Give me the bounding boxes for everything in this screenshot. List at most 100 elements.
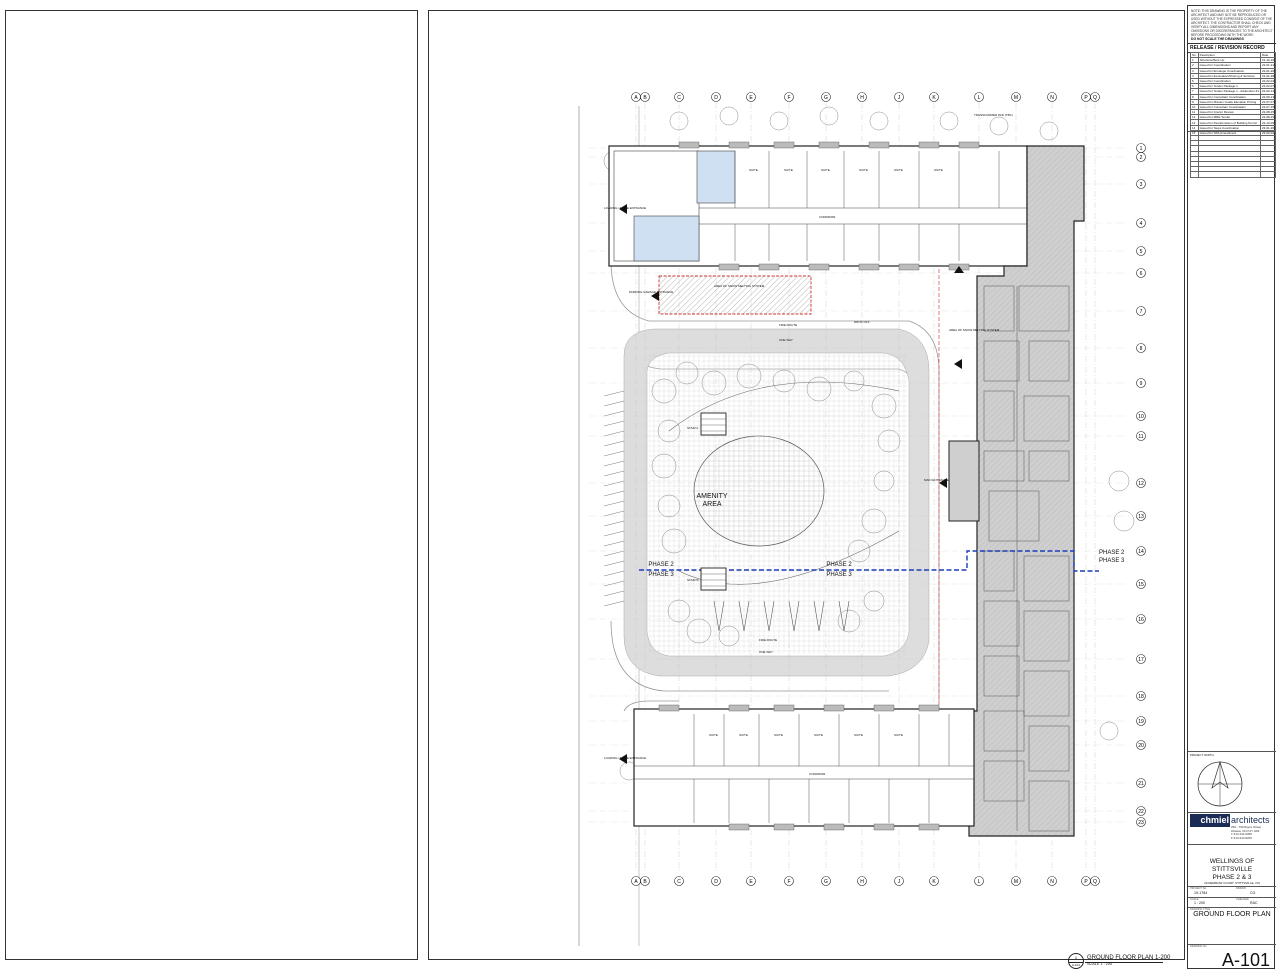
grid-bubble bbox=[894, 92, 904, 102]
drop-off-label: DROP-OFF bbox=[854, 320, 870, 324]
loading-label-south: LOADING / MOVE ENTRANCE bbox=[604, 756, 646, 760]
grid-bubble bbox=[857, 92, 867, 102]
grid-bubble-label: 1 bbox=[1140, 146, 1143, 152]
grid-bubble-label: D bbox=[714, 95, 718, 101]
grid-bubble bbox=[1136, 378, 1146, 388]
trees bbox=[603, 106, 1135, 781]
bike-parking bbox=[713, 600, 850, 632]
grid-bubble bbox=[640, 876, 650, 886]
corridor-label-south: CORRIDOR bbox=[809, 772, 826, 776]
stair-b bbox=[700, 567, 727, 591]
grid-bubble bbox=[1136, 343, 1146, 353]
north-wing bbox=[608, 141, 1028, 271]
grid-bubble-label: N bbox=[1050, 879, 1054, 885]
view-title: GROUND FLOOR PLAN 1-200 bbox=[1087, 955, 1171, 961]
suite-label: SUITE bbox=[814, 733, 823, 737]
entrance-arrows bbox=[619, 204, 964, 764]
grid-bubble-label: M bbox=[1014, 95, 1018, 101]
grid-bubble bbox=[1136, 179, 1146, 189]
south-wing bbox=[633, 704, 975, 831]
view-number: 1 bbox=[1074, 955, 1078, 960]
do-not-scale-note: DO NOT SCALE THE DRAWINGS bbox=[1191, 37, 1244, 41]
grid-bubble-label: Q bbox=[1093, 879, 1097, 885]
phase-2-label-west: PHASE 2 bbox=[648, 562, 674, 568]
grid-bubble bbox=[974, 876, 984, 886]
grid-bubble bbox=[711, 876, 721, 886]
grid-bubble-label: 20 bbox=[1138, 743, 1144, 749]
garage-ramp bbox=[658, 275, 812, 315]
grid-bubble-label: F bbox=[787, 95, 790, 101]
project-north-label: PROJECT NORTH bbox=[1190, 753, 1214, 757]
grid-bubble-label: G bbox=[824, 95, 828, 101]
project-name: WELLINGS OF STITTSVILLE PHASE 2 & 3 bbox=[1209, 858, 1255, 881]
revision-date: 22-01-28 bbox=[1259, 72, 1277, 79]
drawn-label: DRAWN bbox=[1236, 887, 1246, 890]
revision-date: 22-08-15 bbox=[1259, 109, 1277, 116]
grid-bubble bbox=[1090, 876, 1100, 886]
east-wing bbox=[948, 145, 1085, 837]
grid-bubble-label: L bbox=[978, 95, 981, 101]
stair-b-label: STAIR B bbox=[687, 578, 698, 582]
view-sheet-ref: A-101 bbox=[1069, 962, 1083, 967]
view-caption: 1 A-101 GROUND FLOOR PLAN 1-200 SCALE 1 … bbox=[1068, 950, 1183, 972]
grid-bubble bbox=[1011, 876, 1021, 886]
grid-bubble bbox=[784, 876, 794, 886]
grid-bubble bbox=[894, 876, 904, 886]
sheet-title: GROUND FLOOR PLAN bbox=[1193, 911, 1271, 918]
grid-bubble bbox=[784, 92, 794, 102]
view-scale: SCALE 1 : 200 bbox=[1087, 962, 1113, 966]
grid-bubble bbox=[1047, 92, 1057, 102]
one-way-label-top: ONE WAY bbox=[779, 338, 793, 342]
amenity-label: AMENITY bbox=[696, 493, 727, 500]
revision-date: 22-01-26 bbox=[1259, 67, 1277, 74]
grid-bubble-label: P bbox=[1084, 879, 1088, 885]
grid-bubble-label: 9 bbox=[1140, 381, 1143, 387]
grid-bubble-label: D bbox=[714, 879, 718, 885]
revision-description: Issued for Excavation/Shoring & Services bbox=[1197, 72, 1262, 79]
grid-bubble-label: P bbox=[1084, 95, 1088, 101]
revision-date: 22-07-15 bbox=[1259, 103, 1277, 111]
grid-bubble-label: 7 bbox=[1140, 309, 1143, 315]
project-no: 19-1784 bbox=[1194, 891, 1208, 895]
fire-route-label-top: FIRE ROUTE bbox=[779, 323, 797, 327]
project-address: 20 DEMROW COURT, STITTSVILLE, ON bbox=[1204, 881, 1260, 885]
grid-bubble-label: 11 bbox=[1138, 434, 1143, 440]
grid-bubble-label: 22 bbox=[1138, 809, 1144, 815]
suite-label: SUITE bbox=[749, 168, 758, 172]
grid-bubble bbox=[1136, 511, 1146, 521]
grid-bubble bbox=[1090, 92, 1100, 102]
grid-bubble-label: 10 bbox=[1138, 414, 1144, 420]
grid-bubble-label: 18 bbox=[1138, 694, 1144, 700]
grid-bubble bbox=[1047, 876, 1057, 886]
grid-bubble-label: 2 bbox=[1140, 155, 1143, 161]
drawing-no-label: DRAWING No. bbox=[1190, 945, 1208, 948]
grid-bubble-label: A bbox=[634, 95, 638, 101]
grid-bubble-label: E bbox=[749, 879, 753, 885]
drawing-title-label: DRAWING TITLE bbox=[1190, 908, 1211, 911]
stair-a-label: STAIR A bbox=[687, 426, 698, 430]
grid-bubble bbox=[1136, 654, 1146, 664]
grid-bubble bbox=[929, 92, 939, 102]
revision-description: Issued for Resubmission of Building Perm… bbox=[1197, 119, 1262, 126]
grid-bubble-label: B bbox=[643, 879, 647, 885]
grid-bubble-label: G bbox=[824, 879, 828, 885]
fire-route-label-bottom: FIRE ROUTE bbox=[759, 638, 777, 642]
grid-bubble bbox=[974, 92, 984, 102]
north-arrow-icon bbox=[1190, 758, 1274, 810]
grid-bubble-label: M bbox=[1014, 879, 1018, 885]
grid-bubble bbox=[1136, 778, 1146, 788]
grid-bubble bbox=[1136, 614, 1146, 624]
firm-address: 250 - 700 Byers Street Ottawa, ON K1Y 0A… bbox=[1231, 825, 1262, 840]
suite-label: SUITE bbox=[894, 733, 903, 737]
revision-description: Issued for Tender Package 1 - Addendum #… bbox=[1197, 88, 1262, 95]
grid-bubble-label: K bbox=[932, 879, 936, 885]
transformer-label: TRANSFORMER PAD (TBC) bbox=[974, 113, 1013, 117]
amenity-label-2: AREA bbox=[702, 501, 721, 508]
